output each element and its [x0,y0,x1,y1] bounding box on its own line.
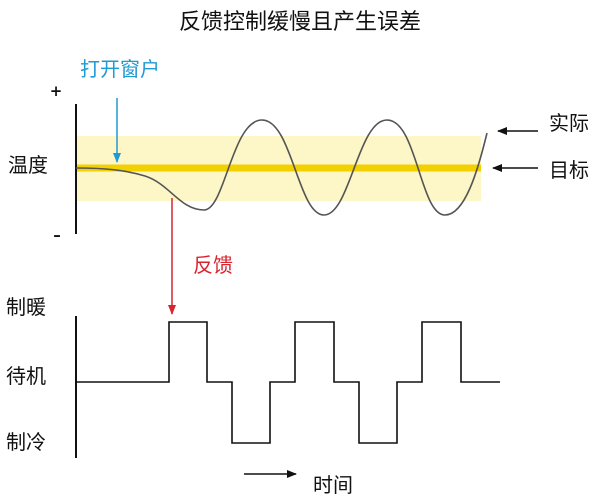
temperature-axis-label: 温度 [8,153,48,177]
control-signal [76,321,500,444]
control-signal-line [76,321,500,444]
minus-sign: – [53,226,61,244]
target-label: 目标 [549,158,589,182]
heating-label: 制暖 [6,295,46,319]
actual-temperature-curve [75,119,488,216]
time-label: 时间 [313,473,353,497]
plus-sign: + [50,82,63,100]
diagram-title: 反馈控制缓慢且产生误差 [179,10,421,35]
standby-label: 待机 [6,364,46,388]
feedback-label: 反馈 [193,253,233,277]
open-window-label: 打开窗户 [80,57,160,81]
actual-label: 实际 [549,111,589,135]
cooling-label: 制冷 [6,430,46,454]
